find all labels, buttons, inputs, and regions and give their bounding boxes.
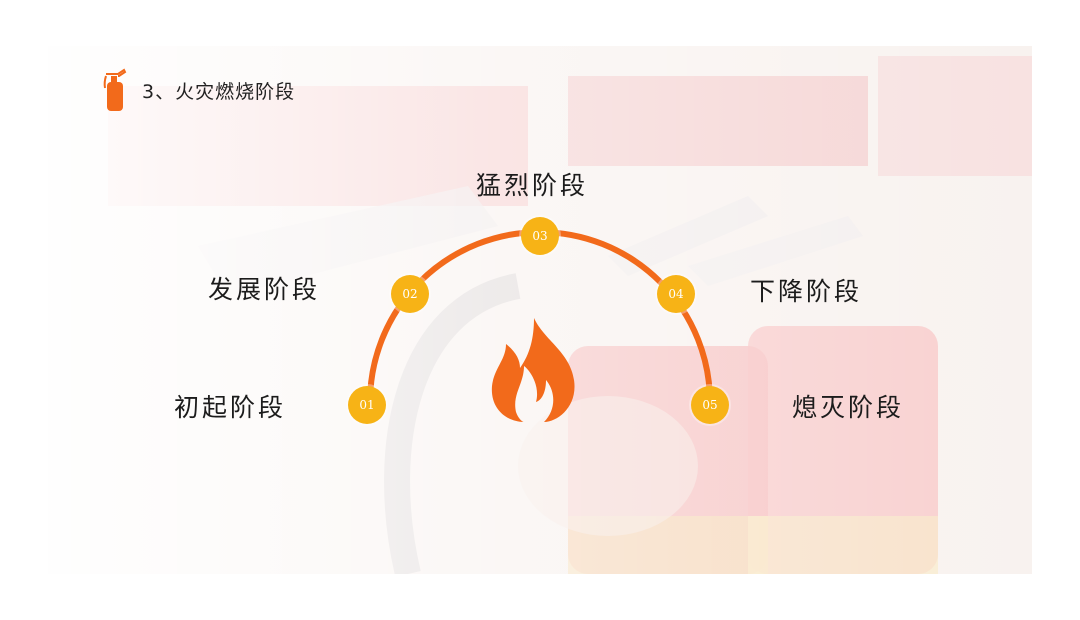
background-photo [48,46,1032,574]
stage-node-05: 05 [691,386,729,424]
fire-extinguisher-icon [103,68,127,111]
stage-node-03: 03 [521,217,559,255]
stage-arc-diagram [367,229,713,403]
stage-label-03: 猛烈阶段 [476,171,589,200]
stage-label-04: 下降阶段 [750,277,863,306]
stage-label-01: 初起阶段 [174,393,287,422]
stage-label-05: 熄灭阶段 [792,393,905,422]
stage-node-01: 01 [348,386,386,424]
slide-title: 3、火灾燃烧阶段 [142,80,296,103]
stage-node-04: 04 [657,275,695,313]
stage-label-02: 发展阶段 [208,275,321,304]
slide: 3、火灾燃烧阶段 01 02 03 04 05 初起阶段 发展阶段 猛烈阶段 下… [48,46,1032,574]
flame-icon [491,318,575,422]
stage-node-02: 02 [391,275,429,313]
title-row: 3、火灾燃烧阶段 [102,68,295,112]
